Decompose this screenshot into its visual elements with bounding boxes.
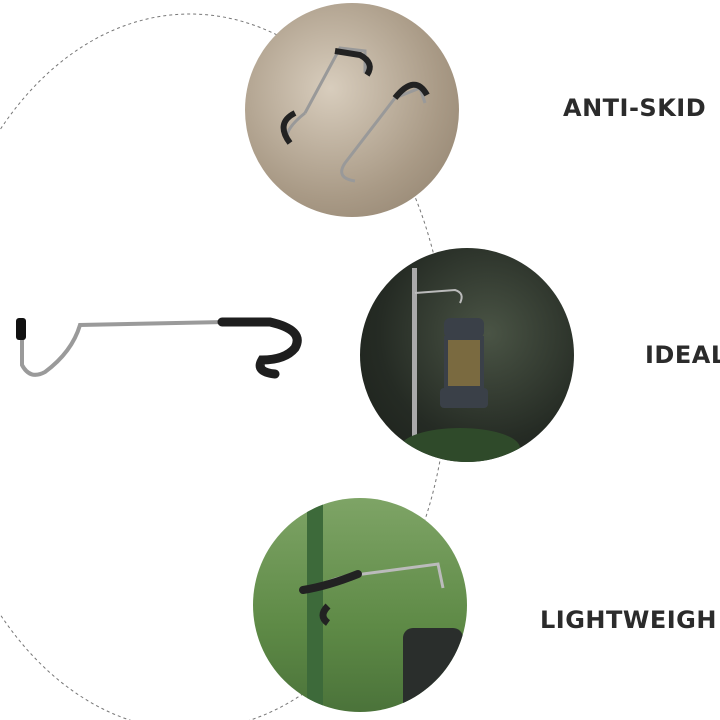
feature-label-lightweight: LIGHTWEIGH — [540, 606, 717, 634]
hook-on-pole-icon — [299, 498, 463, 712]
anti-skid-photo — [245, 3, 459, 217]
lantern-icon — [400, 268, 520, 462]
feature-label-anti-skid: ANTI-SKID — [563, 94, 707, 122]
feature-label-ideal: IDEAL — [645, 341, 720, 369]
lamp-hook-product-icon — [16, 317, 302, 379]
ideal-photo — [360, 248, 574, 462]
hooks-icon — [280, 46, 430, 183]
lightweight-photo — [253, 498, 467, 712]
